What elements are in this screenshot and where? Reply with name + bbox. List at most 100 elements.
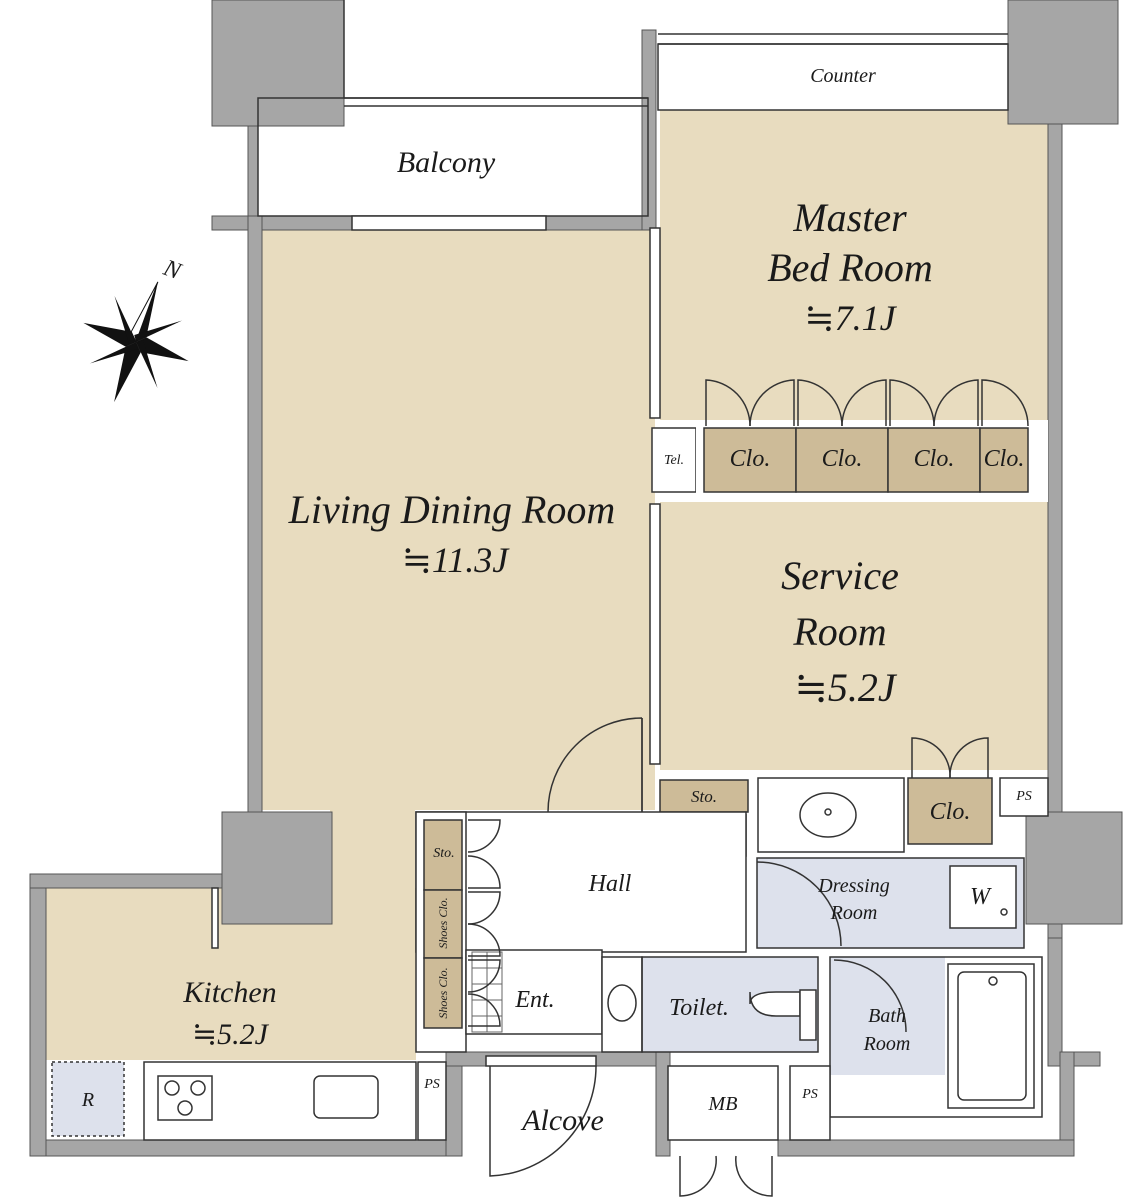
wall-kitchen-left: [29, 873, 47, 1157]
ent-floor: [465, 949, 603, 1035]
shoes-door-1: [467, 891, 501, 925]
sto-left-label: Sto.: [433, 846, 455, 861]
wall-balcony-left: [247, 119, 259, 217]
tel-box: [651, 427, 697, 493]
front-door-frame: [485, 1055, 597, 1067]
bath-outline: [829, 956, 1043, 1118]
balcony-label: Balcony: [396, 146, 496, 179]
column-top-right: [1007, 0, 1119, 125]
mb-door-b: [735, 1155, 773, 1197]
sto-top-label: Sto.: [691, 787, 717, 806]
sto-left-door: [467, 819, 501, 853]
sink: [313, 1075, 379, 1119]
column-mid-right: [1025, 811, 1123, 925]
shoes-door-2b: [467, 993, 501, 1027]
ps-left-label: PS: [424, 1077, 440, 1092]
ps-right-box: [789, 1065, 831, 1141]
closet-label-1: Clo.: [729, 446, 771, 472]
service-room-label-1: Service: [781, 553, 899, 598]
kitchen-area: ≒5.2J: [192, 1018, 268, 1051]
kitchen-label: Kitchen: [183, 976, 277, 1009]
washer-dot: [1000, 908, 1008, 916]
master-bedroom-label-1: Master: [793, 195, 907, 240]
living-dining-room-area: ≒11.3J: [401, 540, 509, 580]
toilet-outline: [641, 956, 819, 1053]
closet-label-2: Clo.: [821, 446, 863, 472]
wall-ldr-left: [247, 215, 263, 815]
entrance-label: Ent.: [515, 987, 555, 1013]
closet-door-arc-4: [981, 379, 1029, 427]
service-room-area: ≒5.2J: [794, 665, 896, 710]
service-closet: [907, 777, 993, 845]
shoes-clo-2: [423, 957, 463, 1029]
closet-label-3: Clo.: [913, 446, 955, 472]
front-door-arc: [489, 1065, 597, 1177]
living-dining-room-label: Living Dining Room: [288, 487, 616, 532]
service-closet-door-a: [911, 737, 951, 779]
sto-left-door-b: [467, 855, 501, 889]
kitchen-partition: [211, 887, 219, 949]
wall-kitchen-top: [29, 873, 227, 889]
shoes-door-1b: [467, 923, 501, 957]
mb-box: [667, 1065, 779, 1141]
shoes-closet-label-1: Shoes Clo.: [436, 897, 450, 949]
fridge-label: R: [81, 1089, 95, 1111]
toilet-label: Toilet.: [669, 995, 729, 1021]
shoes-door-2: [467, 959, 501, 993]
wall-right-lower: [1047, 937, 1063, 1067]
dressing-room-label-2: Room: [830, 902, 878, 924]
washer-label: W: [970, 884, 990, 910]
dressing-room-label-1: Dressing: [818, 875, 890, 897]
hall-label: Hall: [588, 871, 632, 897]
closet-door-arc-2b: [841, 379, 887, 427]
ps-left-box: [417, 1061, 447, 1141]
sto-top: [659, 779, 749, 813]
mb-label: MB: [708, 1093, 738, 1115]
dressing-door: [756, 861, 842, 947]
counter-label: Counter: [810, 65, 876, 87]
closet-4: [979, 427, 1029, 493]
closet-door-arc-1b: [749, 379, 795, 427]
toilet-basin: [607, 984, 637, 1022]
wall-bottom: [777, 1139, 1075, 1157]
bath-room-floor: [830, 957, 945, 1075]
basin-drain: [824, 808, 832, 816]
burner-1: [164, 1080, 180, 1096]
service-room-floor: [660, 502, 1048, 770]
alcove-label: Alcove: [522, 1104, 604, 1137]
closet-3: [887, 427, 981, 493]
mb-door-a: [679, 1155, 717, 1197]
fridge-space: [51, 1061, 125, 1137]
washer-box: [949, 865, 1017, 929]
wall-entry-left: [445, 1051, 463, 1157]
service-left-window: [649, 503, 661, 765]
ps-top-box: [999, 777, 1049, 817]
burner-3: [177, 1100, 193, 1116]
living-dining-floor: [262, 230, 655, 810]
service-closet-door-b: [949, 737, 989, 779]
wall-balcony-mid: [641, 29, 657, 231]
burner-2: [190, 1080, 206, 1096]
compass-rose: [83, 281, 189, 403]
ps-top-label: PS: [1016, 789, 1032, 804]
wall-bottom-left: [29, 1139, 461, 1157]
tel-label: Tel.: [663, 453, 685, 468]
bath-door: [833, 959, 907, 1033]
ps-right-label: PS: [802, 1087, 818, 1102]
bath-room-label-1: Bath: [868, 1005, 906, 1027]
column-top-left: [211, 0, 345, 127]
master-bedroom-area: ≒7.1J: [804, 298, 896, 338]
shoes-closet-label-2: Shoes Clo.: [436, 967, 450, 1019]
closet-door-arc-3b: [933, 379, 979, 427]
closet-door-arc-3a: [889, 379, 935, 427]
service-closet-label: Clo.: [929, 799, 971, 825]
basin-counter: [757, 777, 905, 853]
ldr-right-window: [649, 227, 661, 419]
bath-room-label-2: Room: [863, 1033, 911, 1055]
closet-label-4: Clo.: [983, 446, 1025, 472]
bathtub-drain: [988, 976, 998, 986]
closet-door-arc-2a: [797, 379, 843, 427]
closet-1: [703, 427, 797, 493]
master-bedroom-floor: [660, 110, 1048, 420]
